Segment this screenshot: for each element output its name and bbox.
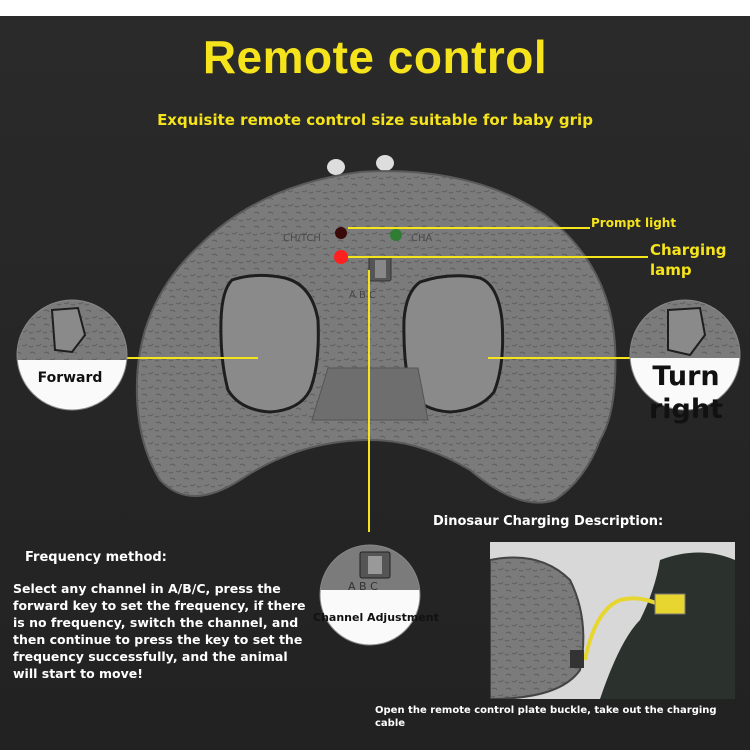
page-title: Remote control	[202, 31, 548, 83]
charging-lamp-label: Charging lamp	[650, 241, 727, 279]
zoom-forward-ring	[16, 299, 128, 411]
charging-description-title: Dinosaur Charging Description:	[433, 514, 664, 529]
charging-caption: Open the remote control plate buckle, ta…	[375, 705, 717, 729]
zoom-turn-right-ring	[629, 299, 741, 411]
turn-right-label: Turn right	[648, 361, 724, 425]
prompt-light-glow	[334, 250, 348, 264]
charge-lamp-dot	[390, 229, 402, 241]
remote-body	[135, 170, 617, 504]
page-subtitle: Exquisite remote control size suitable f…	[157, 111, 593, 129]
svg-text:A B C: A B C	[348, 580, 378, 593]
zoom-channel-ring	[319, 544, 421, 646]
prompt-light-dot	[335, 227, 347, 239]
charging-plug	[654, 593, 686, 615]
svg-text:A B C: A B C	[349, 290, 376, 301]
channel-adjustment-label: Channel Adjustment	[313, 611, 439, 624]
forward-button	[219, 273, 320, 414]
charging-photo	[490, 542, 735, 699]
indicator-label-right: CHA	[411, 233, 433, 244]
frequency-method-body: Select any channel in A/B/C, press the f…	[13, 581, 306, 681]
indicator-label-left: CH/TCH	[283, 233, 321, 244]
led-right	[376, 155, 394, 171]
led-left	[327, 159, 345, 175]
turn-right-button	[402, 274, 505, 414]
forward-label: Forward	[37, 370, 103, 386]
prompt-light-label: Prompt light	[591, 216, 677, 230]
frequency-method-title: Frequency method:	[25, 550, 167, 565]
